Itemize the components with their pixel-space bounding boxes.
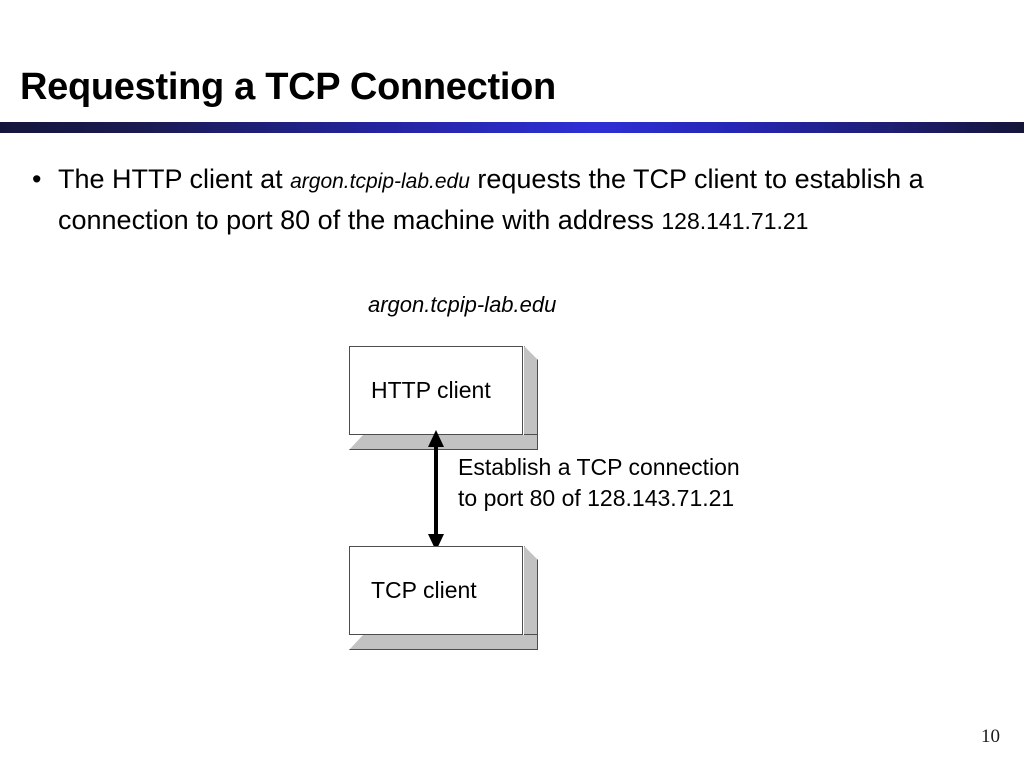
- bullet-list: • The HTTP client at argon.tcpip-lab.edu…: [26, 160, 1001, 241]
- http-client-box-face: [349, 346, 523, 435]
- tcp-client-box-face: [349, 546, 523, 635]
- tcp-client-box-side-panel: [524, 546, 538, 635]
- tcp-connection-diagram: argon.tcpip-lab.edu HTTP client Establis…: [330, 292, 890, 662]
- bullet-text-part2: requests the TCP client to establish a c…: [58, 164, 924, 235]
- arrow-label-line-1: Establish a TCP connection: [458, 454, 740, 480]
- bullet-text: The HTTP client at argon.tcpip-lab.edu r…: [58, 160, 1001, 241]
- bullet-hostname: argon.tcpip-lab.edu: [290, 170, 470, 193]
- arrow-label-line-2: to port 80 of 128.143.71.21: [458, 485, 735, 511]
- tcp-client-box-bottom-panel: [349, 635, 538, 650]
- bullet-marker-icon: •: [32, 164, 42, 194]
- double-headed-arrow-icon: [428, 430, 444, 551]
- bullet-ip-address: 128.141.71.21: [661, 208, 809, 234]
- tcp-client-box-label: TCP client: [371, 577, 477, 603]
- http-client-box: HTTP client: [349, 346, 538, 450]
- tcp-client-box: TCP client: [349, 546, 538, 650]
- http-client-box-side-panel: [524, 346, 538, 435]
- arrow-label: Establish a TCP connection to port 80 of…: [458, 452, 740, 514]
- page-title: Requesting a TCP Connection: [20, 66, 556, 109]
- list-item: • The HTTP client at argon.tcpip-lab.edu…: [26, 160, 1001, 241]
- page-number: 10: [981, 726, 1000, 747]
- bullet-text-part1: The HTTP client at: [58, 164, 291, 194]
- http-client-box-label: HTTP client: [371, 377, 491, 403]
- diagram-host-label: argon.tcpip-lab.edu: [368, 292, 557, 317]
- title-divider: [0, 122, 1024, 133]
